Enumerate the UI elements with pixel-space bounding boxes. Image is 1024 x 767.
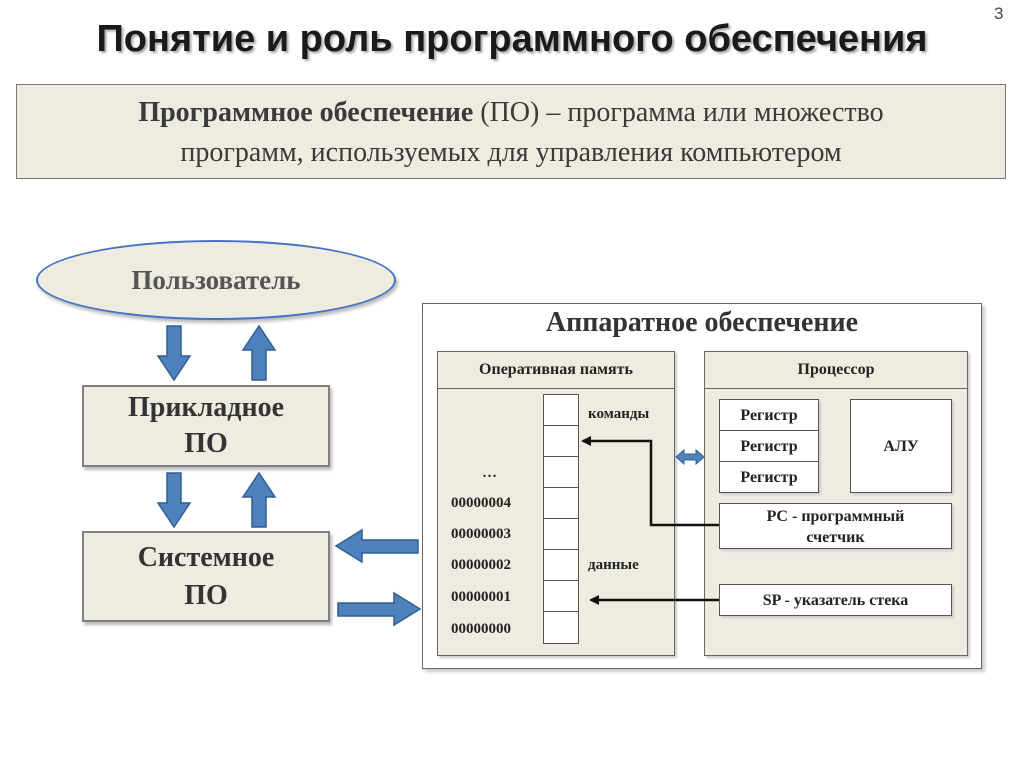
alu-box: АЛУ — [850, 399, 952, 493]
pc-pointer-line — [581, 436, 719, 527]
pc-box: PC - программный счетчик — [719, 503, 952, 549]
hardware-title: Аппаратное обеспечение — [545, 307, 859, 338]
data-label: данные — [588, 557, 639, 573]
arrow-right-icon — [337, 591, 422, 627]
register-box: Регистр — [719, 430, 819, 462]
slide-number: 3 — [994, 4, 1004, 23]
memory-cell — [543, 394, 579, 426]
definition-box: Программное обеспечение (ПО) – программа… — [16, 84, 1006, 179]
arrow-down-icon — [156, 325, 192, 382]
ram-title: Оперативная память — [438, 352, 674, 389]
arrow-up-icon — [241, 471, 277, 528]
ram-ellipsis: … — [482, 465, 497, 481]
register-box: Регистр — [719, 461, 819, 493]
ram-address: 00000004 — [451, 495, 511, 511]
system-software-line-1: Системное — [137, 541, 275, 573]
arrow-left-icon — [334, 528, 419, 564]
app-software-line-1: Прикладное — [127, 392, 285, 423]
memory-cell — [543, 518, 579, 550]
arrow-up-icon — [241, 324, 277, 381]
slide-title: Понятие и роль программного обеспечения — [96, 18, 928, 60]
memory-cell — [543, 425, 579, 457]
app-software-line-2: ПО — [184, 428, 228, 459]
user-node: Пользователь — [36, 240, 396, 320]
user-label: Пользователь — [131, 264, 301, 295]
definition-rest: (ПО) – программа или множество — [473, 97, 884, 128]
memory-cell — [543, 580, 579, 612]
ram-address: 00000003 — [451, 526, 511, 542]
memory-cell — [543, 611, 579, 644]
memory-cell — [543, 549, 579, 581]
definition-line-2: программ, используемых для управления ко… — [180, 137, 842, 168]
arrow-down-icon — [156, 472, 192, 529]
pc-line-1: PC - программный — [766, 508, 905, 525]
ram-address: 00000001 — [451, 589, 511, 605]
system-software-line-2: ПО — [184, 579, 228, 611]
double-arrow-icon — [675, 448, 705, 466]
ram-address: 00000002 — [451, 557, 511, 573]
definition-term: Программное обеспечение — [138, 97, 474, 128]
definition-line-1: Программное обеспечение (ПО) – программа… — [17, 93, 1005, 133]
sp-box: SP - указатель стека — [719, 584, 952, 616]
ram-address: 00000000 — [451, 621, 511, 637]
pc-line-2: счетчик — [806, 529, 865, 546]
commands-label: команды — [588, 406, 650, 422]
cpu-title: Процессор — [705, 352, 967, 389]
